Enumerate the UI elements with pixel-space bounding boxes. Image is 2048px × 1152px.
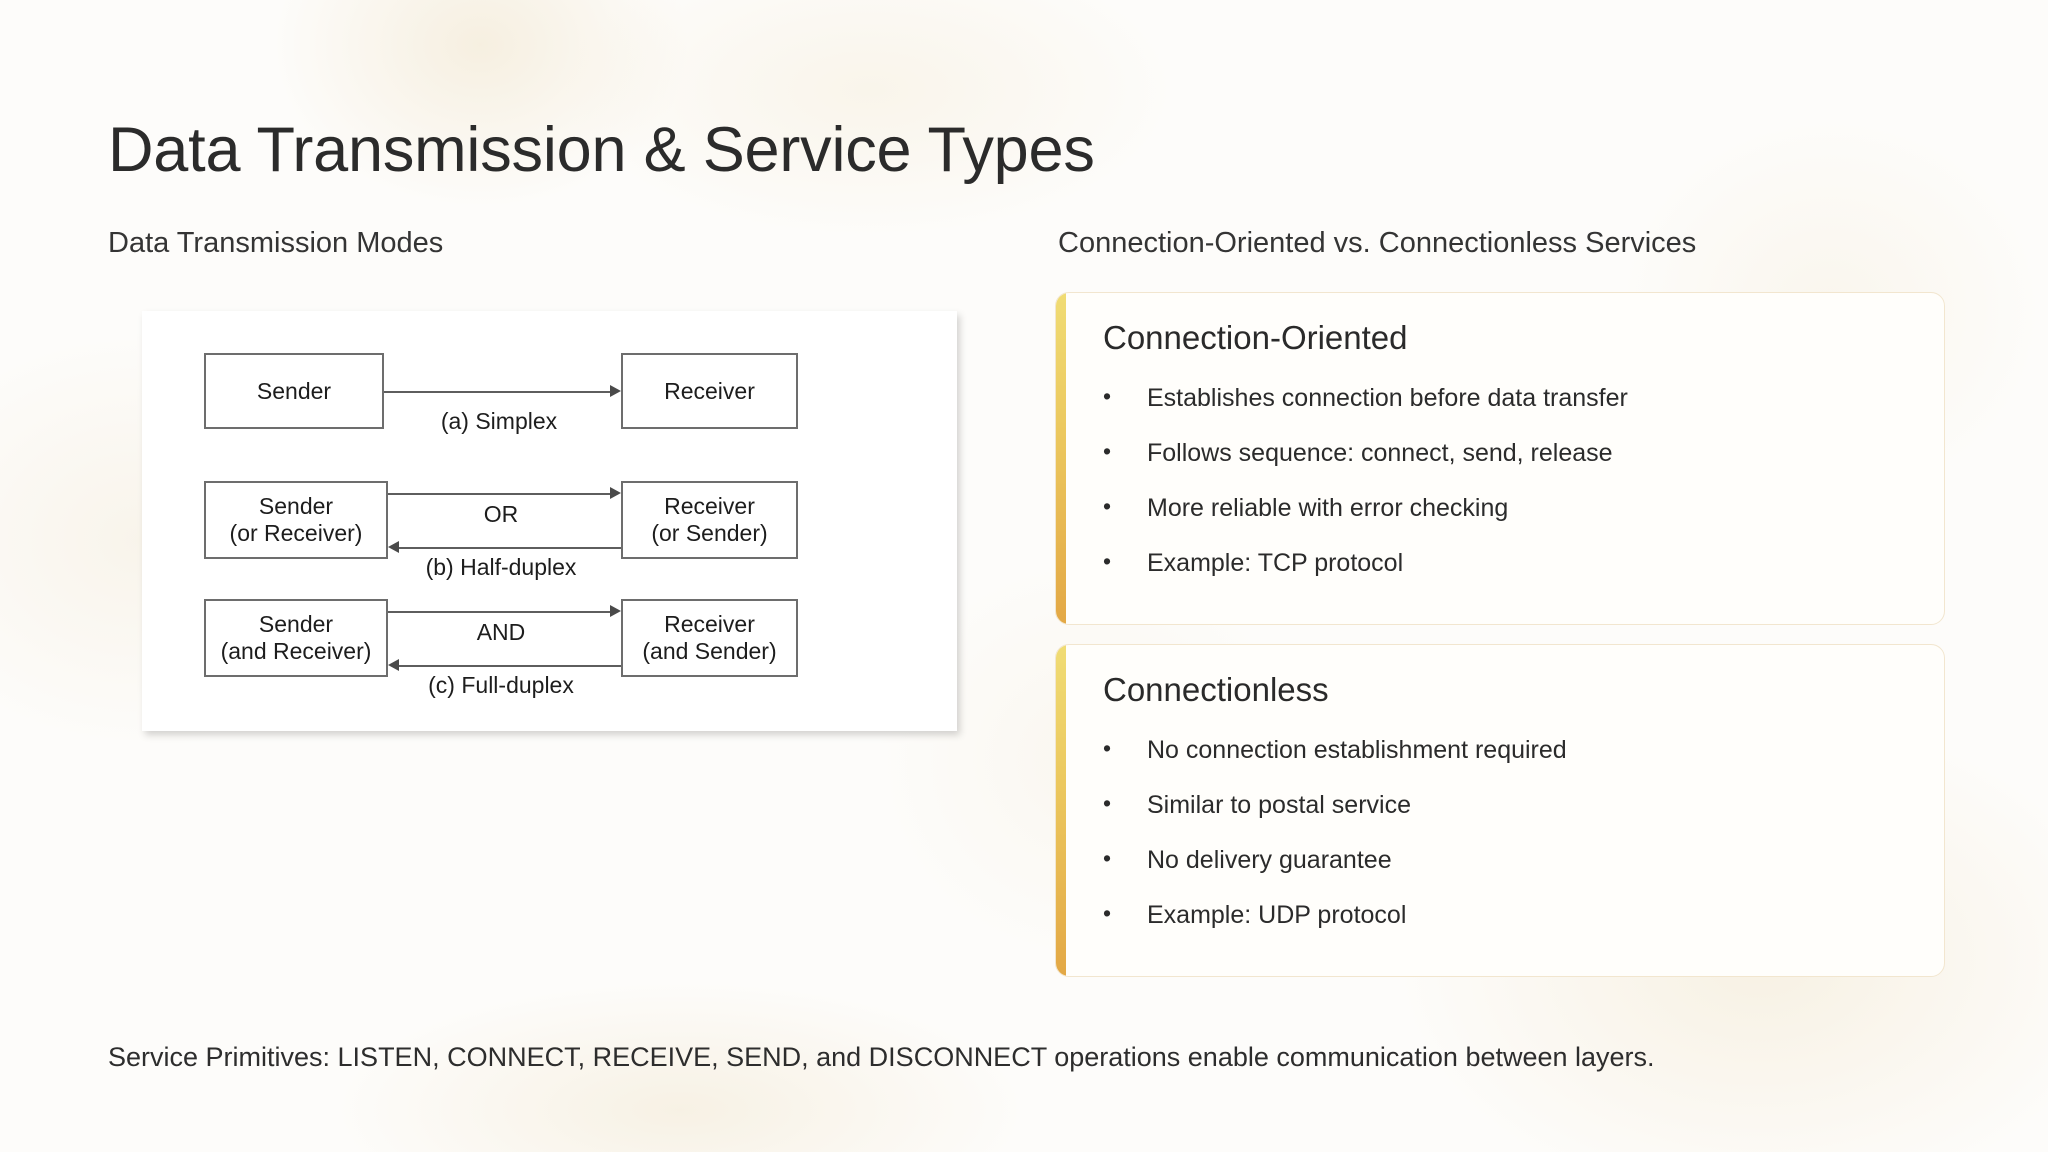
- list-item-label: No connection establishment required: [1147, 736, 1567, 764]
- list-item: • No connection establishment required: [1103, 735, 1904, 765]
- list-item-label: Establishes connection before data trans…: [1147, 384, 1628, 412]
- service-card-connectionless: Connectionless • No connection establish…: [1055, 644, 1945, 977]
- section-heading-service-types: Connection-Oriented vs. Connectionless S…: [1058, 227, 1697, 259]
- diagram-node-sender-simplex: Sender: [204, 353, 384, 429]
- card-accent-bar: [1056, 293, 1066, 624]
- diagram-node-receiver-fullduplex: Receiver (and Sender): [621, 599, 798, 677]
- bullet-dot-icon: •: [1103, 548, 1112, 574]
- node-label-line1: Receiver: [664, 611, 755, 638]
- node-label-line2: (or Sender): [651, 520, 768, 546]
- bullet-dot-icon: •: [1103, 845, 1112, 871]
- list-item-label: No delivery guarantee: [1147, 846, 1392, 874]
- diagram-arrowhead-left-halfduplex: [388, 541, 399, 553]
- node-label-line1: Sender: [258, 493, 334, 520]
- bullet-dot-icon: •: [1103, 493, 1112, 519]
- card-title: Connection-Oriented: [1103, 319, 1408, 356]
- diagram-arrow-halfduplex-backward: [399, 547, 621, 549]
- node-label-line1: Sender: [256, 377, 332, 404]
- card-title: Connectionless: [1103, 671, 1329, 708]
- card-bullet-list: • Establishes connection before data tra…: [1103, 383, 1904, 578]
- list-item-label: More reliable with error checking: [1147, 494, 1509, 522]
- list-item: • Follows sequence: connect, send, relea…: [1103, 438, 1904, 468]
- node-label-line2: (or Receiver): [229, 520, 363, 546]
- bullet-dot-icon: •: [1103, 900, 1112, 926]
- list-item: • More reliable with error checking: [1103, 493, 1904, 523]
- card-accent-bar: [1056, 645, 1066, 976]
- service-card-connection-oriented: Connection-Oriented • Establishes connec…: [1055, 292, 1945, 625]
- card-bullet-list: • No connection establishment required •…: [1103, 735, 1904, 930]
- section-heading-transmission-modes: Data Transmission Modes: [108, 227, 444, 259]
- card-body: Connectionless • No connection establish…: [1056, 645, 1944, 930]
- diagram-middle-label-and: AND: [476, 619, 526, 645]
- diagram-node-sender-halfduplex: Sender (or Receiver): [204, 481, 388, 559]
- list-item-label: Example: UDP protocol: [1147, 901, 1407, 929]
- diagram-arrowhead-right-halfduplex: [610, 487, 621, 499]
- page-title: Data Transmission & Service Types: [108, 115, 1095, 186]
- list-item: • Establishes connection before data tra…: [1103, 383, 1904, 413]
- node-label-line1: Receiver: [664, 493, 755, 520]
- diagram-node-sender-fullduplex: Sender (and Receiver): [204, 599, 388, 677]
- diagram-node-receiver-simplex: Receiver: [621, 353, 798, 429]
- list-item: • No delivery guarantee: [1103, 845, 1904, 875]
- list-item: • Example: UDP protocol: [1103, 900, 1904, 930]
- list-item-label: Similar to postal service: [1147, 791, 1411, 819]
- bullet-dot-icon: •: [1103, 383, 1112, 409]
- diagram-node-receiver-halfduplex: Receiver (or Sender): [621, 481, 798, 559]
- bullet-dot-icon: •: [1103, 438, 1112, 464]
- node-label-line1: Receiver: [664, 377, 755, 404]
- diagram-arrowhead-right-simplex: [610, 385, 621, 397]
- diagram-arrow-fullduplex-forward: [388, 611, 614, 613]
- diagram-caption-halfduplex: (b) Half-duplex: [425, 554, 577, 580]
- bullet-dot-icon: •: [1103, 790, 1112, 816]
- transmission-modes-diagram: Sender Receiver (a) Simplex Sender (or R…: [142, 311, 957, 731]
- node-label-line1: Sender: [258, 611, 334, 638]
- diagram-caption-simplex: (a) Simplex: [440, 408, 558, 434]
- diagram-arrow-fullduplex-backward: [399, 665, 621, 667]
- footer-note: Service Primitives: LISTEN, CONNECT, REC…: [108, 1042, 1655, 1072]
- list-item: • Example: TCP protocol: [1103, 548, 1904, 578]
- node-label-line2: (and Sender): [642, 638, 777, 664]
- diagram-canvas: Sender Receiver (a) Simplex Sender (or R…: [142, 311, 957, 731]
- card-body: Connection-Oriented • Establishes connec…: [1056, 293, 1944, 578]
- diagram-arrow-halfduplex-forward: [388, 493, 614, 495]
- diagram-middle-label-or: OR: [483, 501, 519, 527]
- diagram-caption-fullduplex: (c) Full-duplex: [428, 672, 574, 698]
- list-item-label: Example: TCP protocol: [1147, 549, 1404, 577]
- node-label-line2: (and Receiver): [220, 638, 372, 664]
- diagram-arrow-simplex: [384, 391, 614, 393]
- diagram-arrowhead-left-fullduplex: [388, 659, 399, 671]
- list-item-label: Follows sequence: connect, send, release: [1147, 439, 1613, 467]
- diagram-arrowhead-right-fullduplex: [610, 605, 621, 617]
- bullet-dot-icon: •: [1103, 735, 1112, 761]
- list-item: • Similar to postal service: [1103, 790, 1904, 820]
